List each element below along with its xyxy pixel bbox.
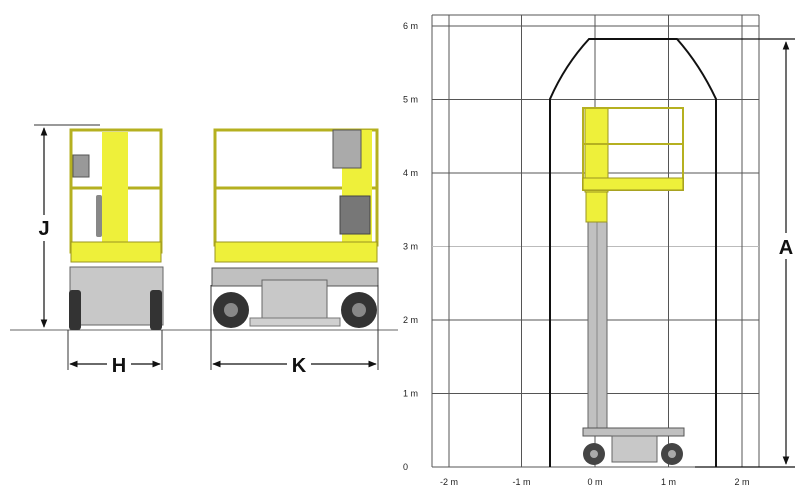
envelope-outline xyxy=(549,38,717,467)
y-tick-label: 3 m xyxy=(403,242,418,252)
platform-deck xyxy=(582,177,684,191)
y-tick-label: 6 m xyxy=(403,21,418,31)
x-tick-label: -2 m xyxy=(440,477,458,487)
x-tick-label: 1 m xyxy=(661,477,676,487)
x-tick-label: -1 m xyxy=(513,477,531,487)
y-tick-label: 4 m xyxy=(403,168,418,178)
height-a-label: A xyxy=(779,237,793,259)
y-tick-label: 2 m xyxy=(403,315,418,325)
front-wheel-left xyxy=(69,290,81,330)
front-wheel-right xyxy=(150,290,162,330)
front-view: J H xyxy=(10,124,398,377)
length-k-label: K xyxy=(292,355,307,377)
front-chassis xyxy=(69,266,164,326)
y-tick-label: 1 m xyxy=(403,389,418,399)
front-mast xyxy=(102,132,128,262)
base-chassis xyxy=(582,427,685,437)
y-tick-label: 5 m xyxy=(403,95,418,105)
control-box xyxy=(332,129,362,169)
x-tick-label: 0 m xyxy=(587,477,602,487)
height-j-label: J xyxy=(38,218,49,240)
y-tick-label: 0 xyxy=(403,462,408,472)
grid-lines xyxy=(431,14,760,468)
x-tick-label: 2 m xyxy=(734,477,749,487)
width-h-label: H xyxy=(112,355,126,377)
working-envelope-chart: 0 1 m 2 m 3 m 4 m 5 m 6 m -2 m -1 m 0 m 1 m 2 m A xyxy=(403,14,797,487)
side-view: K xyxy=(210,128,379,377)
